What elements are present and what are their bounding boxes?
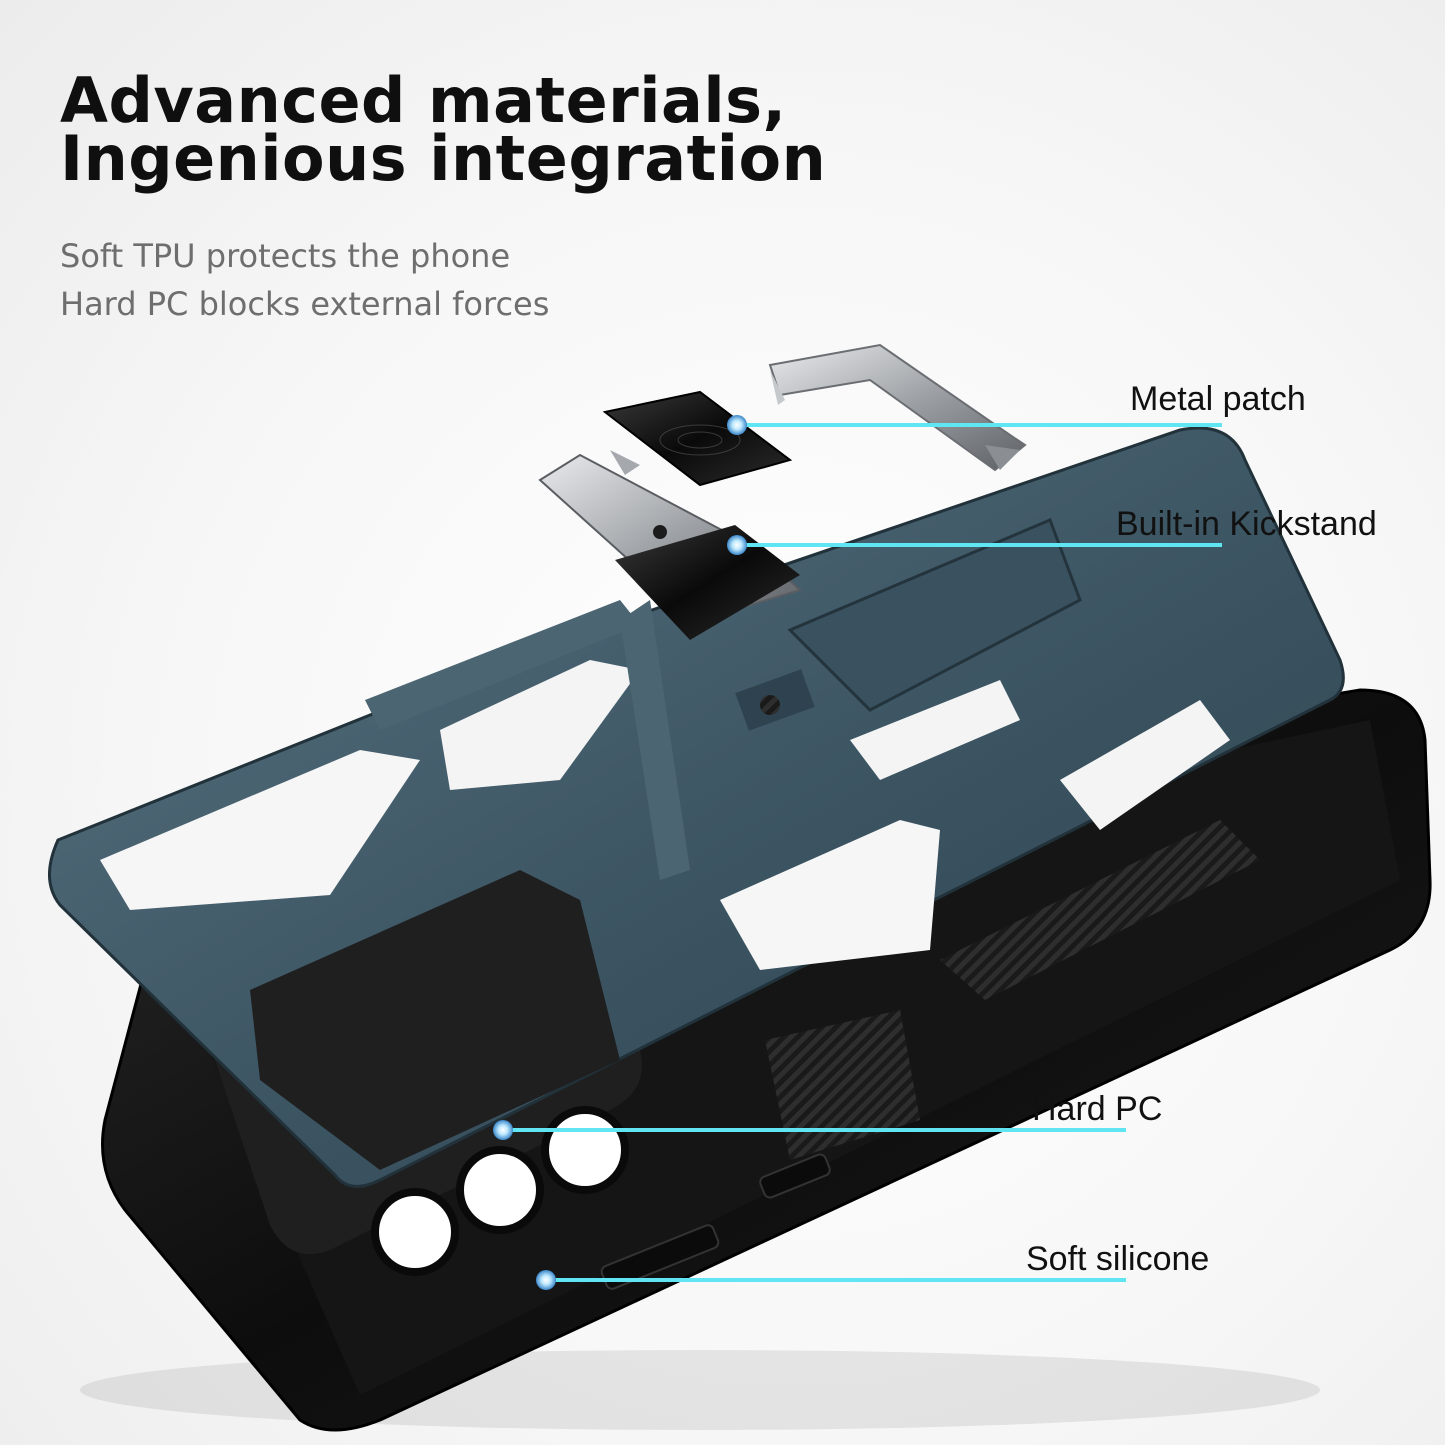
subheadline-line-1: Soft TPU protects the phone [60,237,511,275]
subheadline: Soft TPU protects the phone Hard PC bloc… [60,232,549,328]
headline-line-1: Advanced materials, [60,64,787,137]
headline-line-2: Ingenious integration [60,122,827,195]
hard-pc-frame [48,426,1345,1188]
subheadline-line-2: Hard PC blocks external forces [60,285,550,323]
callout-lines [503,423,1222,1282]
label-metal-patch: Metal patch [1130,380,1306,418]
label-kickstand: Built-in Kickstand [1116,505,1377,543]
headline: Advanced materials, Ingenious integratio… [60,64,827,195]
metal-patch [602,390,793,487]
label-hard-pc: Hard PC [1032,1090,1163,1128]
kickstand-black-face [615,525,800,640]
callout-dots [493,415,747,1290]
label-soft-silicone: Soft silicone [1026,1240,1210,1278]
